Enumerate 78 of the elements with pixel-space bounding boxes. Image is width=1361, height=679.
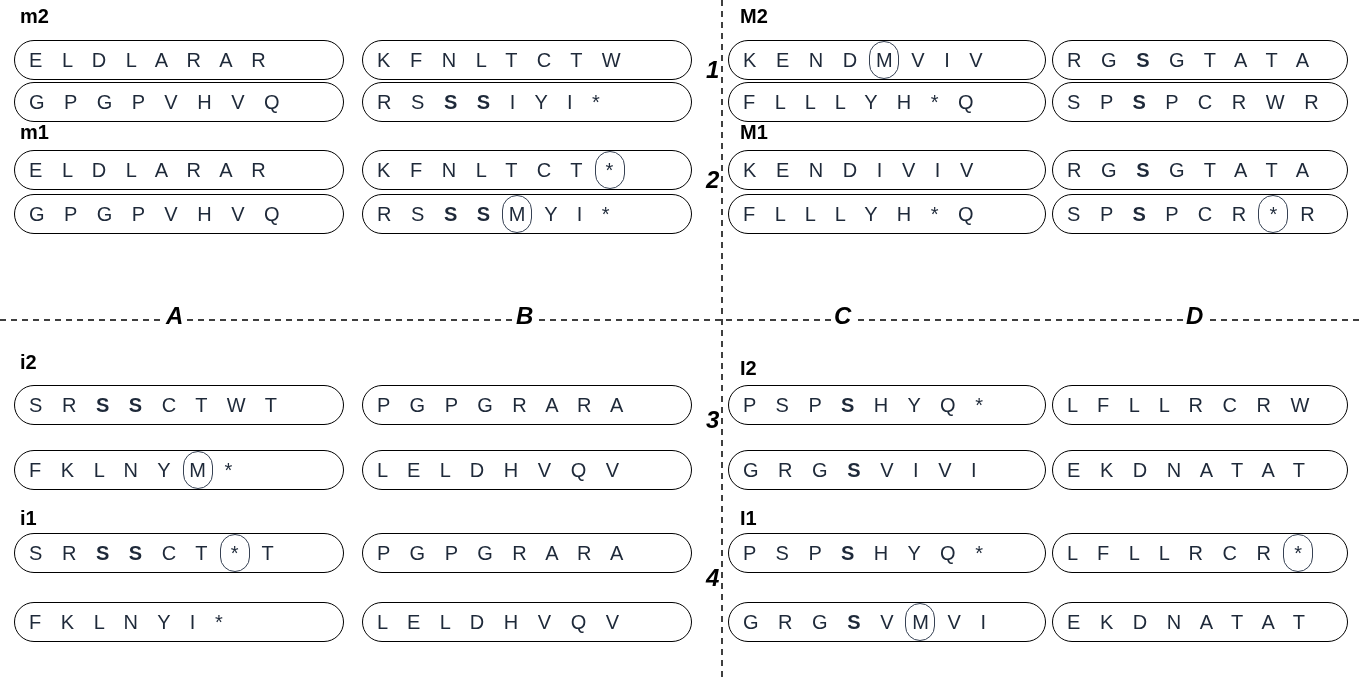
sequence-blob	[728, 533, 1046, 573]
sequence-text: T	[261, 541, 274, 566]
sequence-blob	[1052, 82, 1348, 122]
sequence-text: R	[1300, 202, 1315, 227]
sequence-blob	[728, 385, 1046, 425]
sequence-blob	[362, 602, 692, 642]
sequence-blob	[1052, 150, 1348, 190]
sequence-text: S R S S C T	[29, 541, 208, 566]
panel-label: i1	[18, 508, 39, 528]
sequence-blob	[362, 194, 692, 234]
sequence-text: F K L N Y	[29, 458, 171, 483]
sequence-blob	[14, 150, 344, 190]
sequence-text: E L D L A R A R	[29, 48, 266, 73]
sequence-text: F L L L Y H * Q	[743, 202, 974, 227]
panel-label: I2	[738, 358, 759, 378]
sequence-blob	[728, 150, 1046, 190]
sequence-text: G P G P V H V Q	[29, 202, 280, 227]
panel-label: i2	[18, 352, 39, 372]
sequence-blob	[1052, 533, 1348, 573]
sequence-blob	[14, 533, 344, 573]
sequence-blob	[728, 194, 1046, 234]
sequence-text: E K D N A T A T	[1067, 458, 1306, 483]
panel-label: m2	[18, 6, 51, 26]
sequence-text: K F N L T C T	[377, 158, 583, 183]
sequence-text: V I V	[911, 48, 983, 73]
sequence-blob	[728, 82, 1046, 122]
sequence-blob	[14, 82, 344, 122]
sequence-text: K F N L T C T W	[377, 48, 621, 73]
sequence-blob	[14, 194, 344, 234]
sequence-text: K E N D	[743, 48, 858, 73]
sequence-text: F L L L Y H * Q	[743, 90, 974, 115]
sequence-text: R S S S	[377, 202, 491, 227]
sequence-text: L E L D H V Q V	[377, 610, 620, 635]
sequence-text: P G P G R A R A	[377, 393, 624, 418]
sequence-blob	[362, 82, 692, 122]
sequence-text: *	[224, 458, 233, 483]
sequence-text: R G S G T A T A	[1067, 48, 1310, 73]
sequence-text: S P S P C R	[1067, 202, 1247, 227]
sequence-blob	[728, 450, 1046, 490]
sequence-blob	[1052, 194, 1348, 234]
sequence-text: L E L D H V Q V	[377, 458, 620, 483]
sequence-blob	[728, 602, 1046, 642]
panel-label: M2	[738, 6, 770, 26]
sequence-text: L F L L R C R	[1067, 541, 1272, 566]
sequence-blob	[1052, 450, 1348, 490]
sequence-blob	[14, 40, 344, 80]
sequence-blob	[1052, 602, 1348, 642]
sequence-text: S R S S C T W T	[29, 393, 278, 418]
sequence-text: E L D L A R A R	[29, 158, 266, 183]
sequence-blob	[362, 150, 692, 190]
sequence-text: V I	[947, 610, 986, 635]
sequence-blob	[362, 533, 692, 573]
sequence-text: K E N D I V I V	[743, 158, 974, 183]
sequence-text: G R G S V I V I	[743, 458, 977, 483]
sequence-blob	[14, 450, 344, 490]
sequence-text: R G S G T A T A	[1067, 158, 1310, 183]
sequence-text: R S S S I Y I *	[377, 90, 600, 115]
sequence-blob	[1052, 385, 1348, 425]
sequence-text: S P S P C R W R	[1067, 90, 1319, 115]
panel-label: M1	[738, 122, 770, 142]
panel-label: m1	[18, 122, 51, 142]
sequence-blob	[14, 385, 344, 425]
sequence-text: L F L L R C R W	[1067, 393, 1310, 418]
sequence-text: P S P S H Y Q *	[743, 393, 983, 418]
sequence-text: E K D N A T A T	[1067, 610, 1306, 635]
sequence-blob	[362, 450, 692, 490]
sequence-text: P S P S H Y Q *	[743, 541, 983, 566]
sequence-blob	[728, 40, 1046, 80]
sequence-text: F K L N Y I *	[29, 610, 223, 635]
sequence-text: Y I *	[544, 202, 610, 227]
sequence-text: G P G P V H V Q	[29, 90, 280, 115]
sequence-blob	[362, 385, 692, 425]
sequence-blob	[14, 602, 344, 642]
sequence-text: G R G S V	[743, 610, 894, 635]
sequence-blob	[362, 40, 692, 80]
sequence-blob	[1052, 40, 1348, 80]
sequence-text: P G P G R A R A	[377, 541, 624, 566]
panel-label: I1	[738, 508, 759, 528]
